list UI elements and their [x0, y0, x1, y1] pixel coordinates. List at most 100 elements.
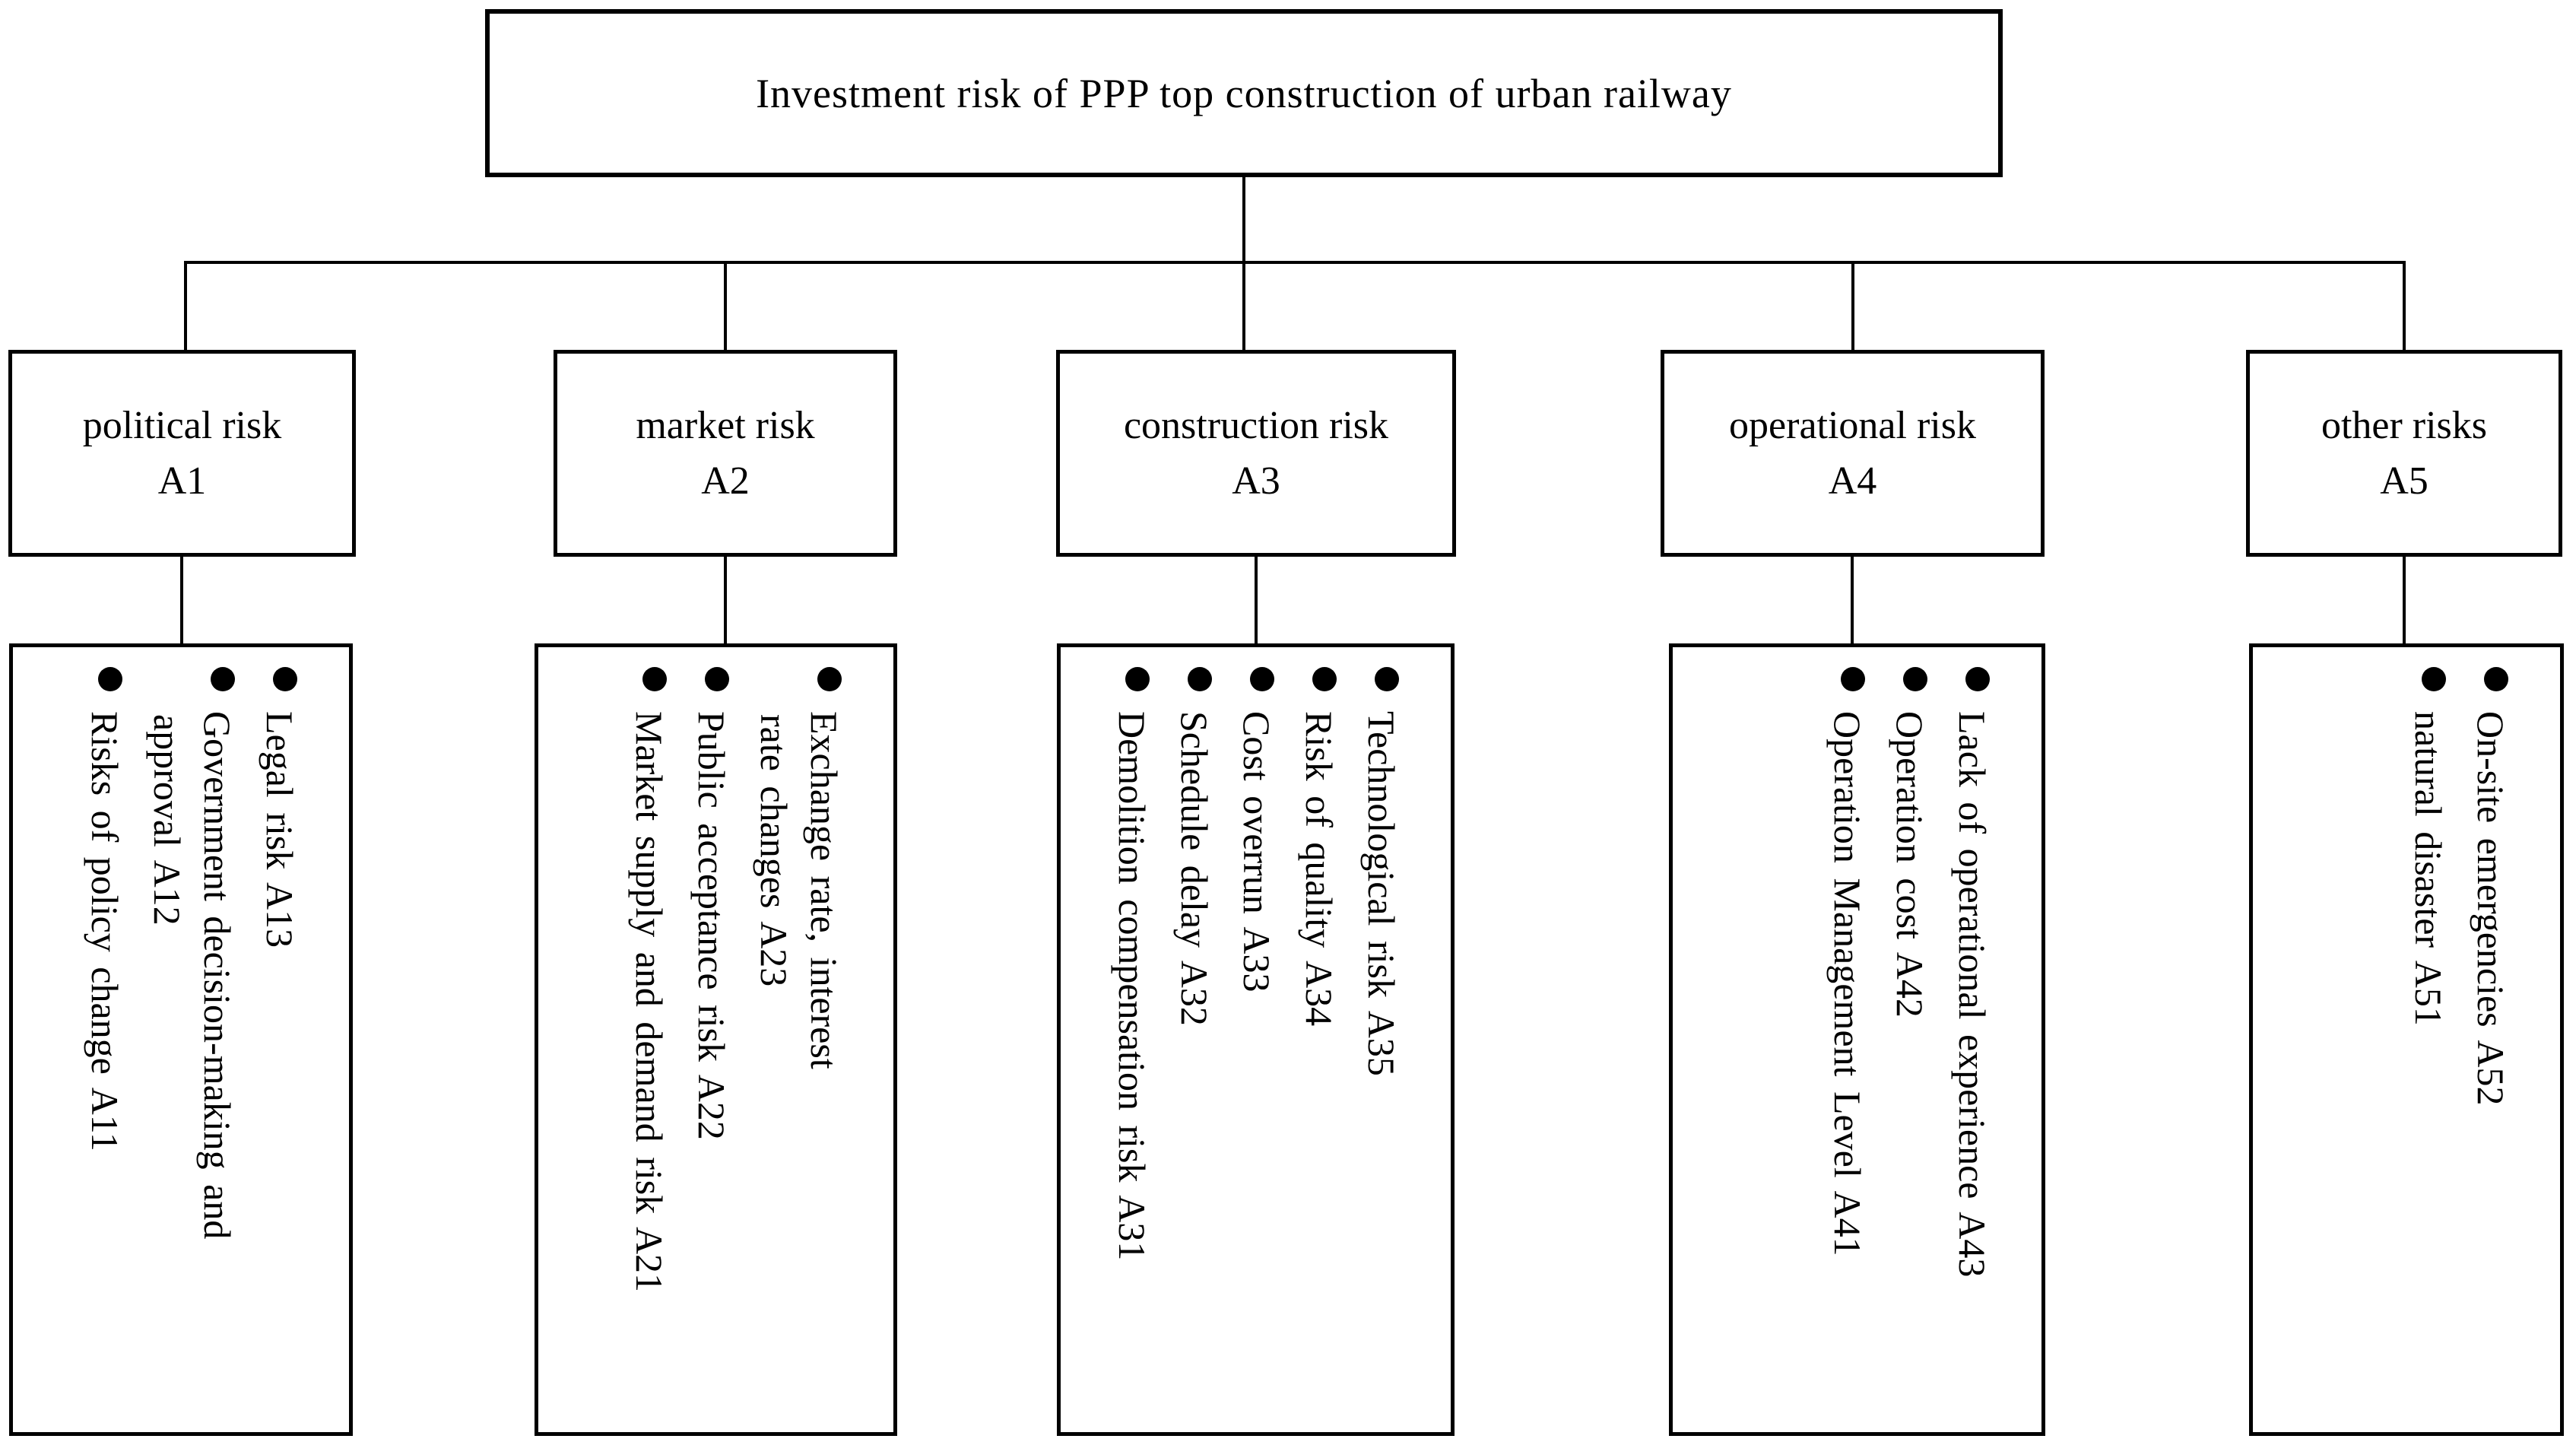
category-name: operational risk: [1729, 403, 1976, 447]
bullet-icon: [1188, 667, 1212, 691]
risk-item-line: Risks of policy change A11: [80, 667, 130, 1417]
bullet-icon: [1312, 667, 1337, 691]
connector-link-a3: [1255, 557, 1258, 643]
bullet-icon: [1125, 667, 1150, 691]
risk-item: Schedule delay A32: [1169, 667, 1220, 1417]
category-code: A2: [701, 459, 750, 503]
connector-trunk: [1242, 177, 1245, 262]
risk-item-line: Cost overrun A33: [1232, 667, 1282, 1417]
bullet-icon: [705, 667, 729, 691]
bullet-icon: [817, 667, 842, 691]
risk-item-line: Operation Management Level A41: [1823, 667, 1873, 1417]
risk-item: Operation cost A42: [1885, 667, 1935, 1417]
risk-item: Technological risk A35: [1356, 667, 1407, 1417]
category-box-a5: other risks A5: [2246, 350, 2562, 557]
risk-item-line: Demolition compensation risk A31: [1107, 667, 1157, 1417]
connector-crossbar: [184, 261, 2406, 264]
risk-item-text: Public acceptance risk A22: [690, 711, 733, 1140]
bullet-icon: [211, 667, 235, 691]
bullet-icon: [1250, 667, 1274, 691]
risk-item-text: Exchange rate, interest: [803, 711, 845, 1069]
risk-item-line: Government decision-making and: [192, 667, 243, 1417]
risk-item-text: Operation cost A42: [1889, 711, 1931, 1018]
bullet-icon: [1375, 667, 1399, 691]
risk-item: Risk of quality A34: [1294, 667, 1344, 1417]
category-box-a2: market risk A2: [554, 350, 897, 557]
risk-item: Lack of operational experience A43: [1947, 667, 1997, 1417]
bullet-icon: [642, 667, 667, 691]
connector-link-a2: [724, 557, 727, 643]
risk-item-line: Operation cost A42: [1885, 667, 1935, 1417]
risk-item-line: Public acceptance risk A22: [687, 667, 737, 1417]
connector-drop-a2: [724, 261, 727, 350]
category-name: political risk: [82, 403, 282, 447]
risk-item-text: natural disaster A51: [2407, 711, 2450, 1026]
risk-item: Cost overrun A33: [1232, 667, 1282, 1417]
leaf-box-a5: On-site emergencies A52 natural disaster …: [2249, 643, 2564, 1436]
risk-item: Public acceptance risk A22: [687, 667, 737, 1417]
root-risk-box: Investment risk of PPP top construction …: [485, 9, 2003, 177]
risk-item-text: Demolition compensation risk A31: [1111, 711, 1153, 1261]
risk-item-text: Lack of operational experience A43: [1951, 711, 1994, 1278]
risk-item: Demolition compensation risk A31: [1107, 667, 1157, 1417]
connector-link-a5: [2403, 557, 2406, 643]
risk-item-line: Exchange rate, interest: [799, 667, 849, 1417]
connector-drop-a1: [184, 261, 187, 350]
bullet-icon: [2484, 667, 2508, 691]
risk-item: Legal risk A13: [255, 667, 305, 1417]
risk-item-line: Lack of operational experience A43: [1947, 667, 1997, 1417]
risk-item-text: Operation Management Level A41: [1826, 711, 1869, 1256]
bullet-icon: [1965, 667, 1990, 691]
risk-item-line-cont: approval A12: [142, 667, 192, 1417]
risk-item: On-site emergencies A52: [2466, 667, 2516, 1417]
category-name: market risk: [636, 403, 815, 447]
leaf-box-a4: Lack of operational experience A43 Operat…: [1669, 643, 2045, 1436]
bullet-icon: [2422, 667, 2446, 691]
leaf-box-a1: Legal risk A13 Government decision-making…: [9, 643, 353, 1436]
category-box-a1: political risk A1: [8, 350, 356, 557]
risk-item-line: Market supply and demand risk A21: [624, 667, 674, 1417]
risk-item-text: rate changes A23: [753, 714, 795, 987]
connector-drop-a3: [1242, 261, 1245, 350]
risk-item-line: natural disaster A51: [2403, 667, 2454, 1417]
connector-drop-a4: [1851, 261, 1854, 350]
risk-item: Operation Management Level A41: [1823, 667, 1873, 1417]
category-code: A3: [1232, 459, 1280, 503]
category-name: other risks: [2321, 403, 2488, 447]
risk-item: Risks of policy change A11: [80, 667, 130, 1417]
risk-item-text: Legal risk A13: [259, 711, 301, 948]
risk-item-text: Government decision-making and: [196, 711, 239, 1240]
risk-item-text: Schedule delay A32: [1173, 711, 1216, 1026]
connector-link-a1: [180, 557, 183, 643]
risk-item-line: On-site emergencies A52: [2466, 667, 2516, 1417]
category-name: construction risk: [1123, 403, 1389, 447]
risk-item-line-cont: rate changes A23: [749, 667, 799, 1417]
risk-item-list: On-site emergencies A52 natural disaster …: [2253, 647, 2560, 1432]
risk-item-line: Risk of quality A34: [1294, 667, 1344, 1417]
risk-item-text: Market supply and demand risk A21: [628, 711, 671, 1293]
connector-link-a4: [1851, 557, 1854, 643]
risk-item-text: Cost overrun A33: [1236, 711, 1278, 993]
category-box-a3: construction risk A3: [1056, 350, 1456, 557]
category-box-a4: operational risk A4: [1661, 350, 2045, 557]
connector-drop-a5: [2403, 261, 2406, 350]
risk-item-text: approval A12: [146, 714, 189, 926]
page-title: Investment risk of PPP top construction …: [756, 70, 1732, 116]
risk-item-line: Legal risk A13: [255, 667, 305, 1417]
risk-item: Market supply and demand risk A21: [624, 667, 674, 1417]
category-code: A1: [157, 459, 207, 503]
bullet-icon: [1903, 667, 1927, 691]
category-code: A4: [1828, 459, 1877, 503]
risk-item-text: Risks of policy change A11: [84, 711, 126, 1151]
risk-item-text: On-site emergencies A52: [2470, 711, 2512, 1106]
risk-item-list: Lack of operational experience A43 Operat…: [1673, 647, 2041, 1432]
risk-item-line: Schedule delay A32: [1169, 667, 1220, 1417]
risk-item-list: Legal risk A13 Government decision-making…: [13, 647, 349, 1432]
bullet-icon: [98, 667, 122, 691]
